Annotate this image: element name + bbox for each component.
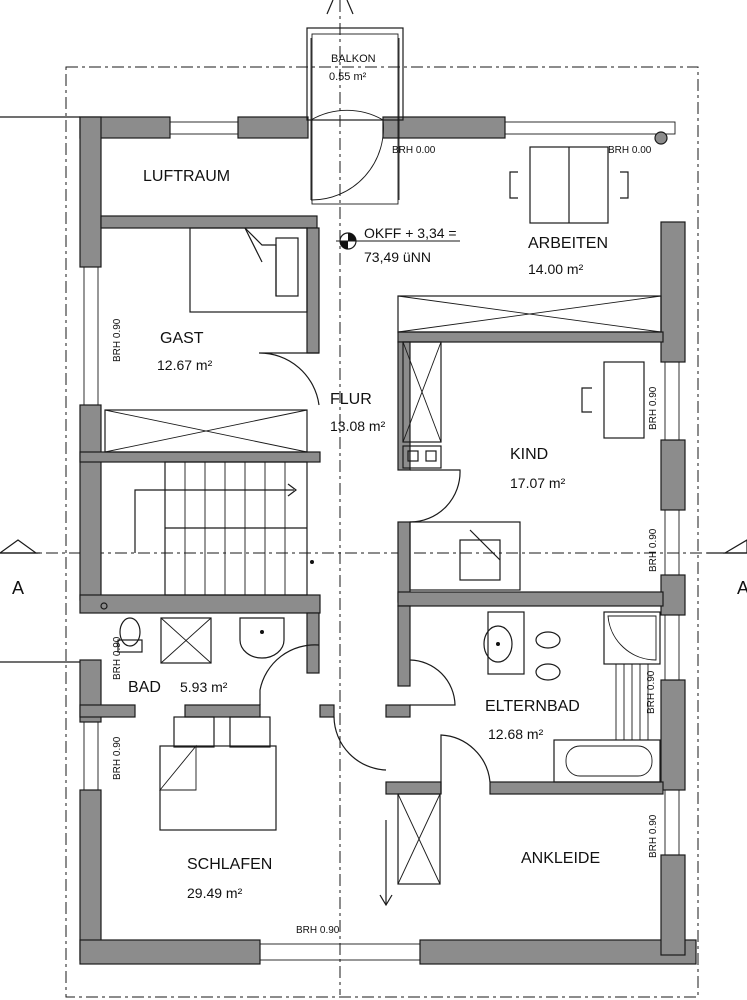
room-area-flur: 13.08 m²: [330, 418, 386, 434]
section-marker-left: [0, 539, 40, 554]
brh-label: BRH 0.90: [296, 925, 340, 936]
brh-label: BRH 0.00: [608, 145, 652, 156]
balcony: [306, 27, 404, 205]
windows: [83, 121, 680, 961]
elternbad-fixtures: [483, 611, 661, 783]
bed-schlafen: [159, 716, 277, 831]
brh-label: BRH 0.90: [112, 736, 123, 780]
stair-arrow-head: [379, 894, 393, 907]
room-area-balkon: 0.55 m²: [329, 71, 367, 83]
room-area-schlafen: 29.49 m²: [187, 885, 243, 901]
door-flur-schlafen: [333, 716, 387, 771]
room-name-kind: KIND: [510, 446, 548, 463]
bed-kind: [409, 521, 521, 591]
room-name-ankleide: ANKLEIDE: [521, 850, 600, 867]
room-area-kind: 17.07 m²: [510, 475, 566, 491]
bad-fixtures: [100, 602, 285, 664]
level-marker: [336, 232, 460, 250]
door-gast: [258, 352, 320, 406]
brh-label: BRH 0.90: [112, 636, 123, 680]
room-name-schlafen: SCHLAFEN: [187, 856, 272, 873]
closet-arbeiten: [397, 295, 662, 333]
closet-gast: [104, 409, 308, 453]
brh-label: BRH 0.90: [112, 318, 123, 362]
room-area-arbeiten: 14.00 m²: [528, 261, 584, 277]
room-name-gast: GAST: [160, 330, 204, 347]
brh-label: BRH 0.90: [648, 386, 659, 430]
door-bad: [259, 644, 320, 705]
desk-kind: [581, 361, 645, 439]
room-name-elternbad: ELTERNBAD: [485, 698, 580, 715]
room-name-luftraum: LUFTRAUM: [143, 168, 230, 185]
room-area-gast: 12.67 m²: [157, 357, 213, 373]
room-area-bad: 5.93 m²: [180, 679, 228, 695]
bed-gast: [189, 227, 308, 313]
door-kind: [409, 469, 461, 523]
stairs: [134, 461, 314, 596]
closet-kind: [402, 341, 442, 469]
room-name-flur: FLUR: [330, 391, 372, 408]
section-label-right: A: [737, 578, 747, 598]
room-name-balkon: BALKON: [331, 53, 376, 65]
room-name-arbeiten: ARBEITEN: [528, 235, 608, 252]
column-marker: [654, 131, 668, 145]
level-line-2: 73,49 üNN: [364, 249, 431, 265]
north-arrow: [326, 0, 354, 15]
brh-label: BRH 0.90: [648, 814, 659, 858]
brh-label: BRH 0.90: [648, 528, 659, 572]
door-elternbad: [409, 659, 456, 706]
brh-label: BRH 0.90: [646, 670, 657, 714]
section-label-left: A: [12, 578, 24, 598]
closet-ankleide: [397, 793, 441, 885]
room-area-elternbad: 12.68 m²: [488, 726, 544, 742]
brh-label: BRH 0.00: [392, 145, 436, 156]
desk: [509, 146, 629, 224]
level-line-1: OKFF + 3,34 =: [364, 225, 457, 241]
door-ankleide: [440, 734, 491, 794]
room-name-bad: BAD: [128, 679, 161, 696]
section-marker-right: [707, 539, 747, 554]
